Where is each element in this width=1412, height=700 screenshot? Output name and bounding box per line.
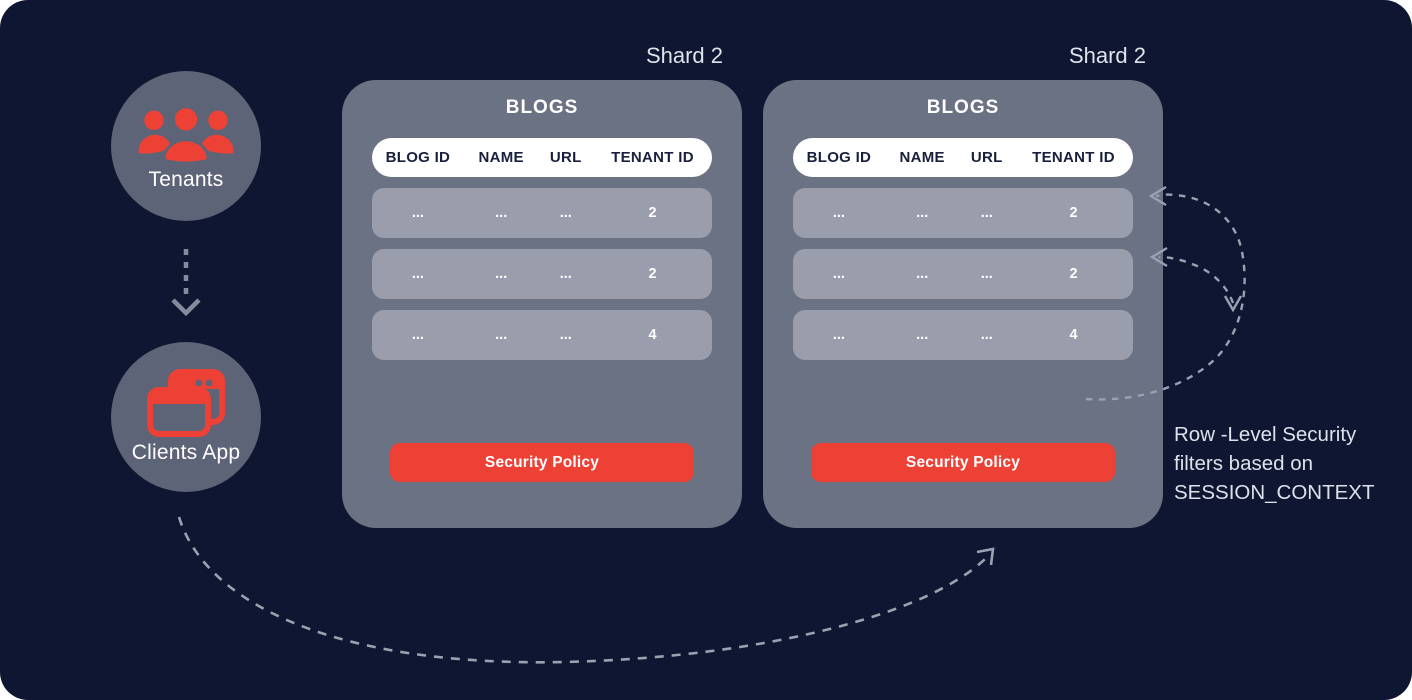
column-header-tenant-id: TENANT ID (611, 149, 694, 166)
cell-name: ... (916, 205, 929, 221)
table-row: ... ... ... 2 (793, 249, 1133, 299)
column-header-blog-id: BLOG ID (806, 149, 872, 166)
rls-annotation-line: SESSION_CONTEXT (1174, 481, 1375, 504)
cell-tenant-id: 2 (1069, 266, 1078, 282)
cell-tenant-id: 2 (1069, 205, 1078, 221)
tenants-label: Tenants (148, 168, 224, 191)
shard-2-card: BLOGS BLOG ID NAME URL TENANT ID ... ...… (763, 80, 1163, 528)
table-header: BLOG ID NAME URL TENANT ID (372, 138, 712, 177)
table-row: ... ... ... 4 (372, 310, 712, 360)
shard-1-card: BLOGS BLOG ID NAME URL TENANT ID ... ...… (342, 80, 742, 528)
cell-url: ... (559, 205, 572, 221)
column-header-url: URL (549, 149, 582, 166)
shard-1-title: Shard 2 (645, 43, 723, 68)
cell-name: ... (495, 266, 508, 282)
rls-annotation: Row -Level Security filters based on SES… (1174, 420, 1410, 507)
cell-url: ... (980, 327, 993, 343)
table-row: ... ... ... 2 (793, 188, 1133, 238)
rls-annotation-line: Row -Level Security (1174, 423, 1357, 446)
clients-to-shard-arrow (177, 516, 995, 664)
cell-blog-id: ... (411, 327, 424, 343)
security-policy-badge: Security Policy (390, 443, 694, 482)
column-header-blog-id: BLOG ID (385, 149, 451, 166)
rls-filter-arrow-row2 (1149, 246, 1243, 313)
column-header-url: URL (970, 149, 1003, 166)
blogs-table-title: BLOGS (926, 97, 1000, 118)
column-header-name: NAME (899, 149, 945, 166)
app-windows-icon (147, 369, 225, 437)
column-header-name: NAME (478, 149, 524, 166)
users-group-icon (138, 105, 234, 164)
clients-app-node: Clients App (111, 342, 261, 492)
cell-url: ... (980, 205, 993, 221)
tenants-to-clients-arrow (171, 249, 201, 317)
cell-tenant-id: 2 (648, 266, 657, 282)
cell-blog-id: ... (832, 205, 845, 221)
cell-blog-id: ... (832, 266, 845, 282)
cell-url: ... (559, 327, 572, 343)
cell-name: ... (916, 327, 929, 343)
security-policy-badge: Security Policy (811, 443, 1115, 482)
clients-app-label: Clients App (131, 441, 241, 464)
cell-url: ... (980, 266, 993, 282)
blogs-table-title: BLOGS (505, 97, 579, 118)
table-header: BLOG ID NAME URL TENANT ID (793, 138, 1133, 177)
cell-name: ... (916, 266, 929, 282)
cell-tenant-id: 4 (1069, 327, 1078, 343)
table-row: ... ... ... 4 (793, 310, 1133, 360)
tenants-node: Tenants (111, 71, 261, 221)
shard-2-title: Shard 2 (1068, 43, 1146, 68)
cell-name: ... (495, 327, 508, 343)
rls-annotation-line: filters based on (1174, 452, 1314, 475)
cell-blog-id: ... (832, 327, 845, 343)
table-row: ... ... ... 2 (372, 188, 712, 238)
cell-name: ... (495, 205, 508, 221)
table-row: ... ... ... 2 (372, 249, 712, 299)
column-header-tenant-id: TENANT ID (1032, 149, 1115, 166)
cell-url: ... (559, 266, 572, 282)
cell-tenant-id: 4 (648, 327, 657, 343)
cell-blog-id: ... (411, 266, 424, 282)
cell-tenant-id: 2 (648, 205, 657, 221)
cell-blog-id: ... (411, 205, 424, 221)
